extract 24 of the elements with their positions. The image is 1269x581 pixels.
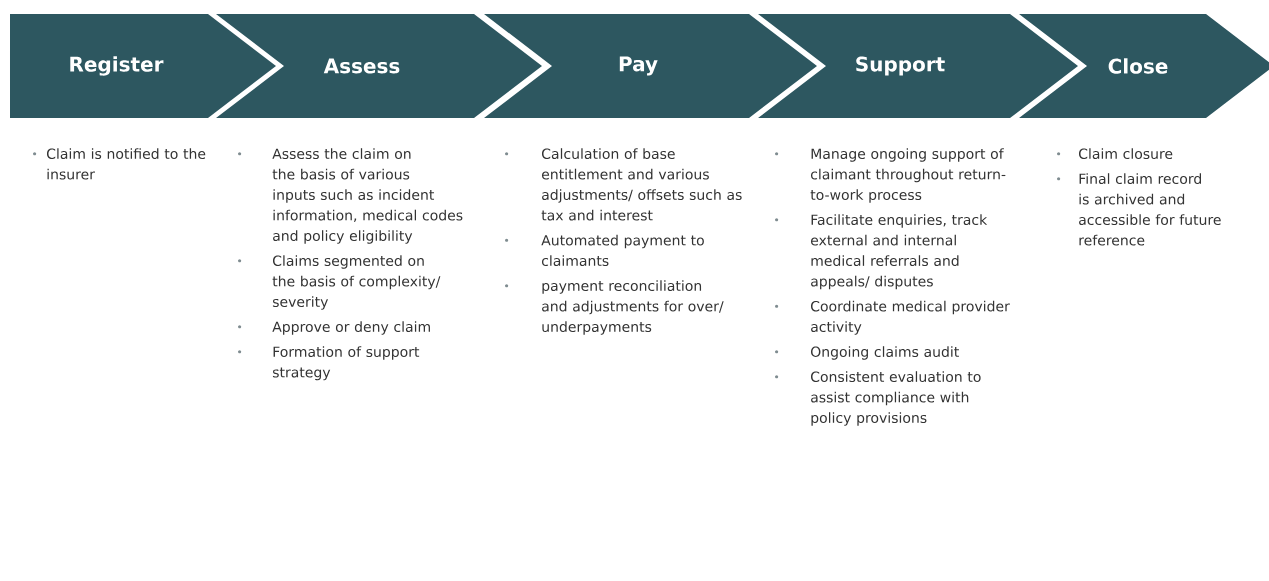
bullet-text: Facilitate enquiries, track external and internal medical referrals and appeals/ disputes — [811, 214, 988, 290]
node-label: Close — [1108, 58, 1168, 74]
bullet-text: Formation of support strategy — [272, 346, 420, 381]
bullet-text: Ongoing claims audit — [811, 346, 959, 360]
bullet-text: Final claim record is archived and accessible for future reference — [1079, 173, 1221, 246]
chevron-step: Register — [10, 14, 276, 118]
chevron-step: Assess — [216, 14, 542, 118]
node-label: Pay — [619, 56, 658, 76]
node-label: Assess — [323, 58, 400, 74]
bullet-text: Coordinate medical provider activity — [811, 300, 1010, 335]
chevron-step: Close — [1019, 14, 1269, 118]
bullet-text: payment reconciliation and adjustments for over/ underpayments — [542, 280, 724, 335]
bullet-text: Calculation of base entitlement and various adjustments/ offsets such as tax and interest — [541, 148, 742, 221]
bullet-text: Approve or deny claim — [272, 321, 430, 335]
chevron-step: Pay — [484, 14, 817, 118]
bullet-text: Claim closure — [1079, 148, 1173, 160]
bullet-text: Consistent evaluation to assist compliance with policy provisions — [811, 371, 981, 426]
bullet-text: Assess the claim on the basis of various inputs such as incident information, medical codes and policy eligibility — [272, 148, 463, 244]
node-label: Support — [856, 56, 945, 76]
chevron-step: Support — [758, 14, 1078, 118]
node-label: Register — [70, 56, 164, 76]
bullet-text: Manage ongoing support of claimant throughout return-to-work process — [810, 148, 1006, 203]
bullet-text: Claims segmented on the basis of complexity/ severity — [272, 255, 441, 310]
bullet-text: Claim is notified to the insurer — [47, 148, 206, 180]
